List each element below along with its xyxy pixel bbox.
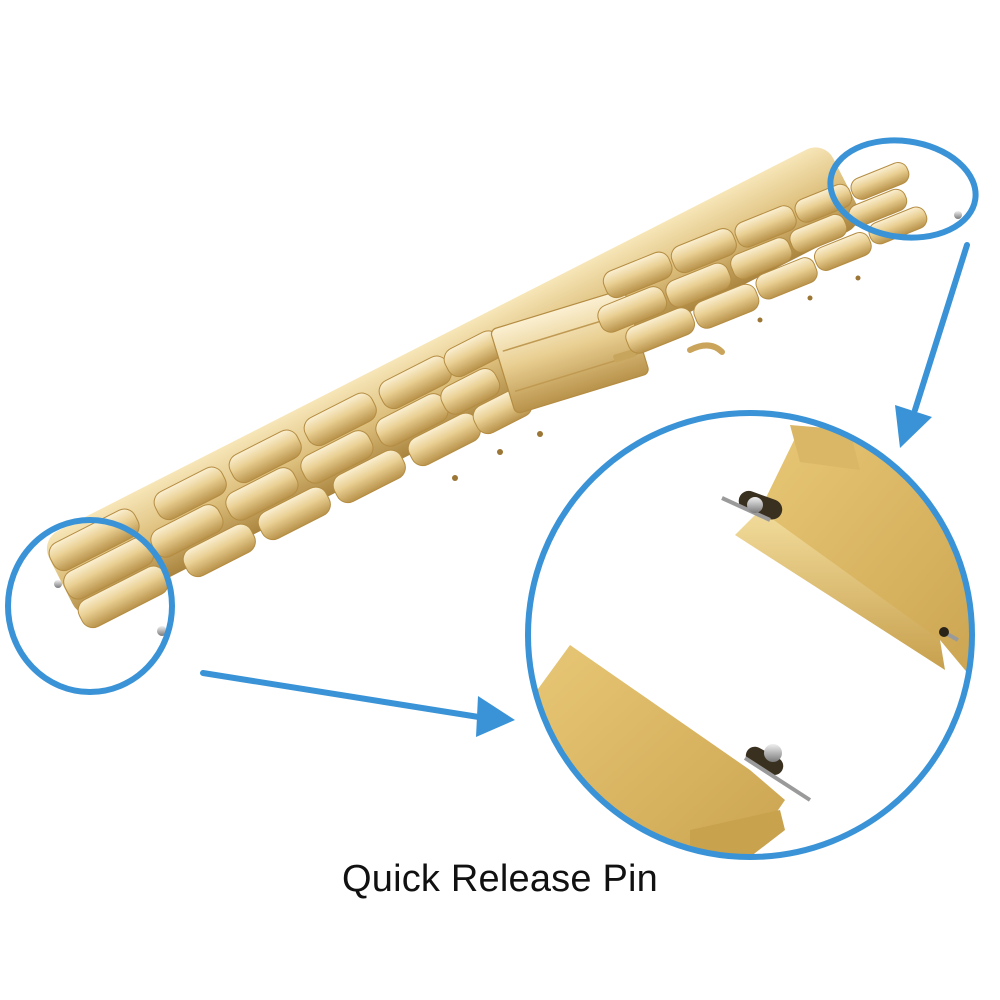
caption-quick-release-pin: Quick Release Pin xyxy=(342,858,658,900)
right-end-callout-circle xyxy=(827,137,979,241)
arrow-left-to-detail xyxy=(200,670,488,721)
arrowhead-left-icon xyxy=(476,696,515,737)
detail-callout-circle xyxy=(525,410,975,860)
arrow-right-to-detail xyxy=(912,242,970,413)
left-end-pin xyxy=(54,580,167,636)
arrowhead-right-icon xyxy=(895,405,932,448)
left-end-callout-circle xyxy=(5,517,175,695)
upper-band-end xyxy=(721,425,972,700)
right-end-pin xyxy=(954,211,962,219)
annotation-layer xyxy=(5,137,979,860)
